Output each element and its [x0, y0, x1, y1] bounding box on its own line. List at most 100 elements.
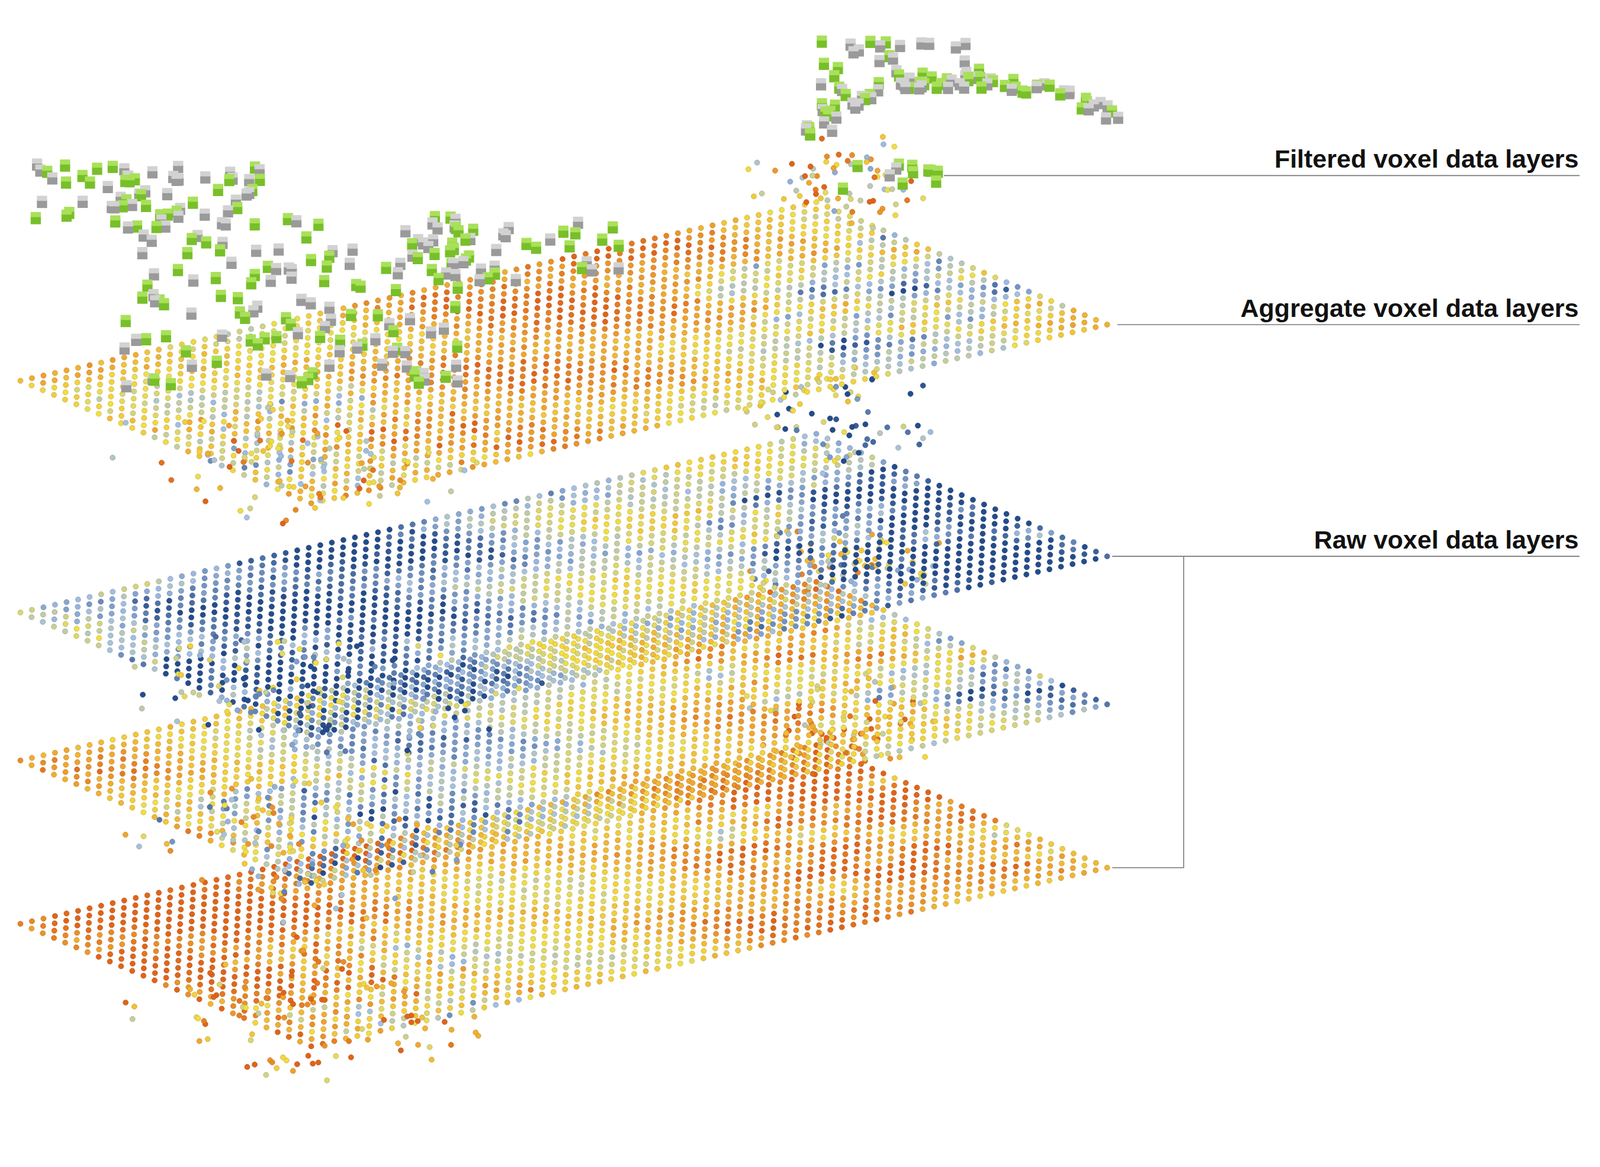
- voxel-dot: [576, 917, 583, 924]
- voxel-dot: [924, 796, 931, 802]
- voxel-dot: [535, 833, 541, 840]
- voxel-dot: [601, 898, 607, 904]
- voxel-dot: [650, 822, 656, 828]
- voxel-dot: [897, 889, 904, 895]
- voxel-dot: [130, 953, 136, 959]
- voxel-dot: [908, 894, 915, 900]
- voxel-dot: [729, 826, 735, 832]
- voxel-dot: [348, 933, 354, 939]
- voxel-dot: [991, 846, 997, 853]
- voxel-dot: [891, 789, 897, 796]
- voxel-dot: [569, 833, 575, 839]
- voxel-dot: [679, 931, 685, 937]
- voxel-dot: [466, 849, 472, 855]
- voxel-dot: [667, 933, 673, 940]
- voxel-dot: [1046, 877, 1053, 883]
- voxel-dot: [225, 881, 231, 888]
- voxel-dot: [1001, 866, 1008, 872]
- voxel-dot: [845, 800, 851, 806]
- voxel-dot: [508, 933, 514, 940]
- voxel-dot: [220, 976, 226, 982]
- voxel-dot: [924, 804, 931, 810]
- voxel-dot: [505, 984, 511, 991]
- voxel-dot: [643, 968, 649, 974]
- voxel-dot: [682, 850, 689, 857]
- voxel-dot: [741, 808, 748, 815]
- voxel-dot: [777, 779, 783, 785]
- voxel-dot: [354, 1032, 361, 1039]
- voxel-dot: [759, 913, 766, 919]
- voxel-dot: [921, 869, 927, 876]
- voxel-dot: [465, 863, 471, 870]
- voxel-dot: [875, 887, 881, 893]
- voxel-dot: [336, 928, 343, 934]
- voxel-dot: [402, 978, 408, 985]
- voxel-dot: [754, 791, 760, 798]
- voxel-dot: [591, 856, 597, 863]
- voxel-dot: [528, 972, 535, 978]
- voxel-dot: [212, 898, 218, 905]
- voxel-dot: [576, 925, 583, 931]
- voxel-dot: [314, 980, 320, 986]
- voxel-dot: [531, 913, 538, 920]
- voxel-dot: [438, 963, 444, 969]
- voxel-dot: [520, 901, 526, 908]
- voxel-dot: [236, 997, 243, 1004]
- voxel-dot: [358, 945, 365, 951]
- voxel-dot: [243, 978, 249, 984]
- voxel-dot: [566, 913, 572, 919]
- voxel-dot: [439, 934, 445, 940]
- voxel-dot: [750, 879, 756, 885]
- voxel-dot: [519, 930, 525, 937]
- voxel-dot: [1058, 875, 1064, 881]
- voxel-dot: [312, 970, 318, 976]
- voxel-dot: [718, 814, 725, 820]
- voxel-dot: [304, 1001, 311, 1007]
- voxel-dot: [233, 944, 239, 950]
- voxel-dot: [924, 818, 930, 824]
- voxel-dot: [257, 917, 263, 924]
- voxel-dot: [499, 870, 505, 876]
- voxel-dot: [496, 921, 503, 927]
- voxel-dot: [187, 940, 194, 946]
- voxel-dot: [586, 966, 592, 972]
- voxel-dot: [821, 805, 828, 811]
- voxel-dot: [86, 919, 92, 925]
- voxel-dot: [966, 888, 972, 894]
- voxel-dot: [725, 906, 732, 912]
- voxel-dot: [901, 808, 908, 815]
- voxel-dot: [879, 792, 886, 798]
- voxel-dot: [570, 826, 576, 832]
- voxel-dot: [717, 843, 724, 849]
- voxel-dot: [868, 787, 875, 793]
- voxel-dot: [120, 919, 127, 925]
- voxel-dot: [1059, 845, 1066, 851]
- voxel-dot: [371, 927, 377, 934]
- voxel-dot: [946, 827, 952, 834]
- voxel-dot: [948, 798, 954, 805]
- voxel-dot: [783, 893, 789, 899]
- voxel-dot: [236, 878, 243, 885]
- voxel-dot: [164, 967, 170, 973]
- voxel-dot: [544, 874, 551, 880]
- voxel-dot: [393, 930, 400, 936]
- voxel-dot: [795, 876, 802, 882]
- voxel-dot: [655, 943, 661, 950]
- voxel-dot: [878, 807, 885, 813]
- voxel-dot: [383, 903, 390, 909]
- voxel-dot: [696, 804, 702, 811]
- voxel-dot: [438, 956, 444, 962]
- voxel-dot: [850, 921, 857, 927]
- voxel-dot: [990, 875, 996, 882]
- voxel-dot: [668, 919, 674, 925]
- voxel-dot: [336, 936, 342, 942]
- voxel-dot: [765, 789, 771, 795]
- voxel-dot: [361, 887, 368, 893]
- voxel-dot: [1070, 872, 1076, 878]
- voxel-dot: [835, 766, 841, 772]
- voxel-dot: [694, 862, 700, 869]
- voxel-dot: [913, 806, 919, 812]
- voxel-dot: [314, 926, 320, 933]
- voxel-dot: [498, 892, 504, 898]
- voxel-dot: [335, 950, 342, 956]
